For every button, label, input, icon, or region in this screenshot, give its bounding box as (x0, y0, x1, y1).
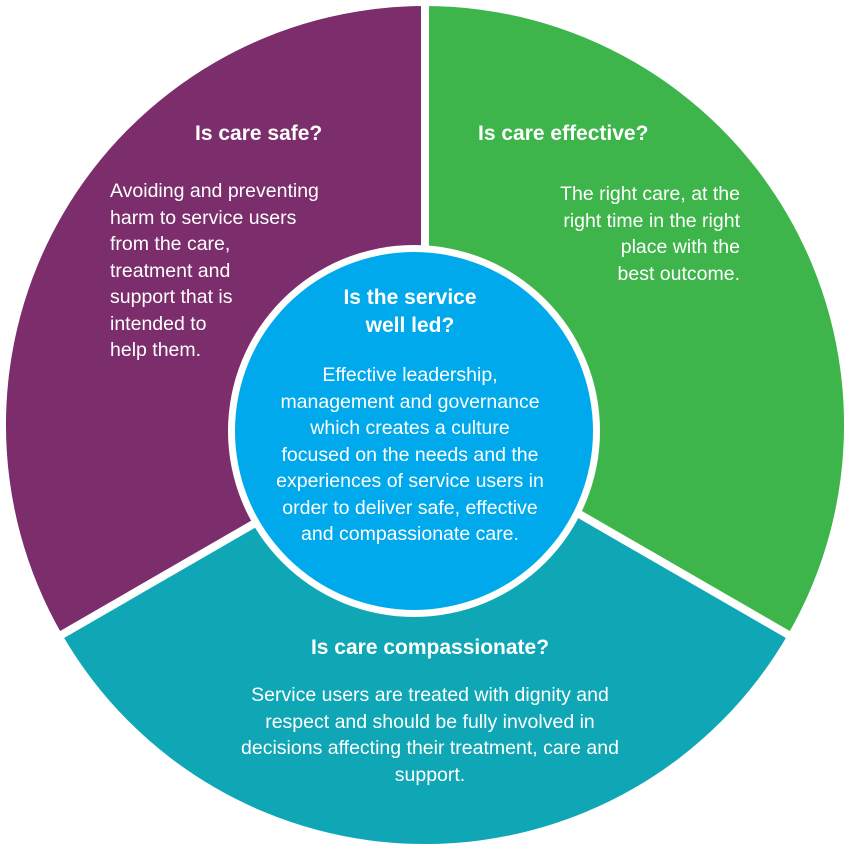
center-heading: Is the service well led? (343, 286, 477, 337)
compassionate-description: Service users are treated with dignity a… (241, 684, 619, 786)
effective-description: The right care, at the right time in the… (560, 183, 740, 285)
safe-description: Avoiding and preventing harm to service … (110, 180, 319, 361)
effective-heading: Is care effective? (478, 122, 649, 145)
center-description: Effective leadership, management and gov… (276, 364, 544, 545)
safe-heading: Is care safe? (195, 122, 323, 145)
center-circle (235, 252, 593, 610)
compassionate-heading: Is care compassionate? (310, 636, 550, 659)
